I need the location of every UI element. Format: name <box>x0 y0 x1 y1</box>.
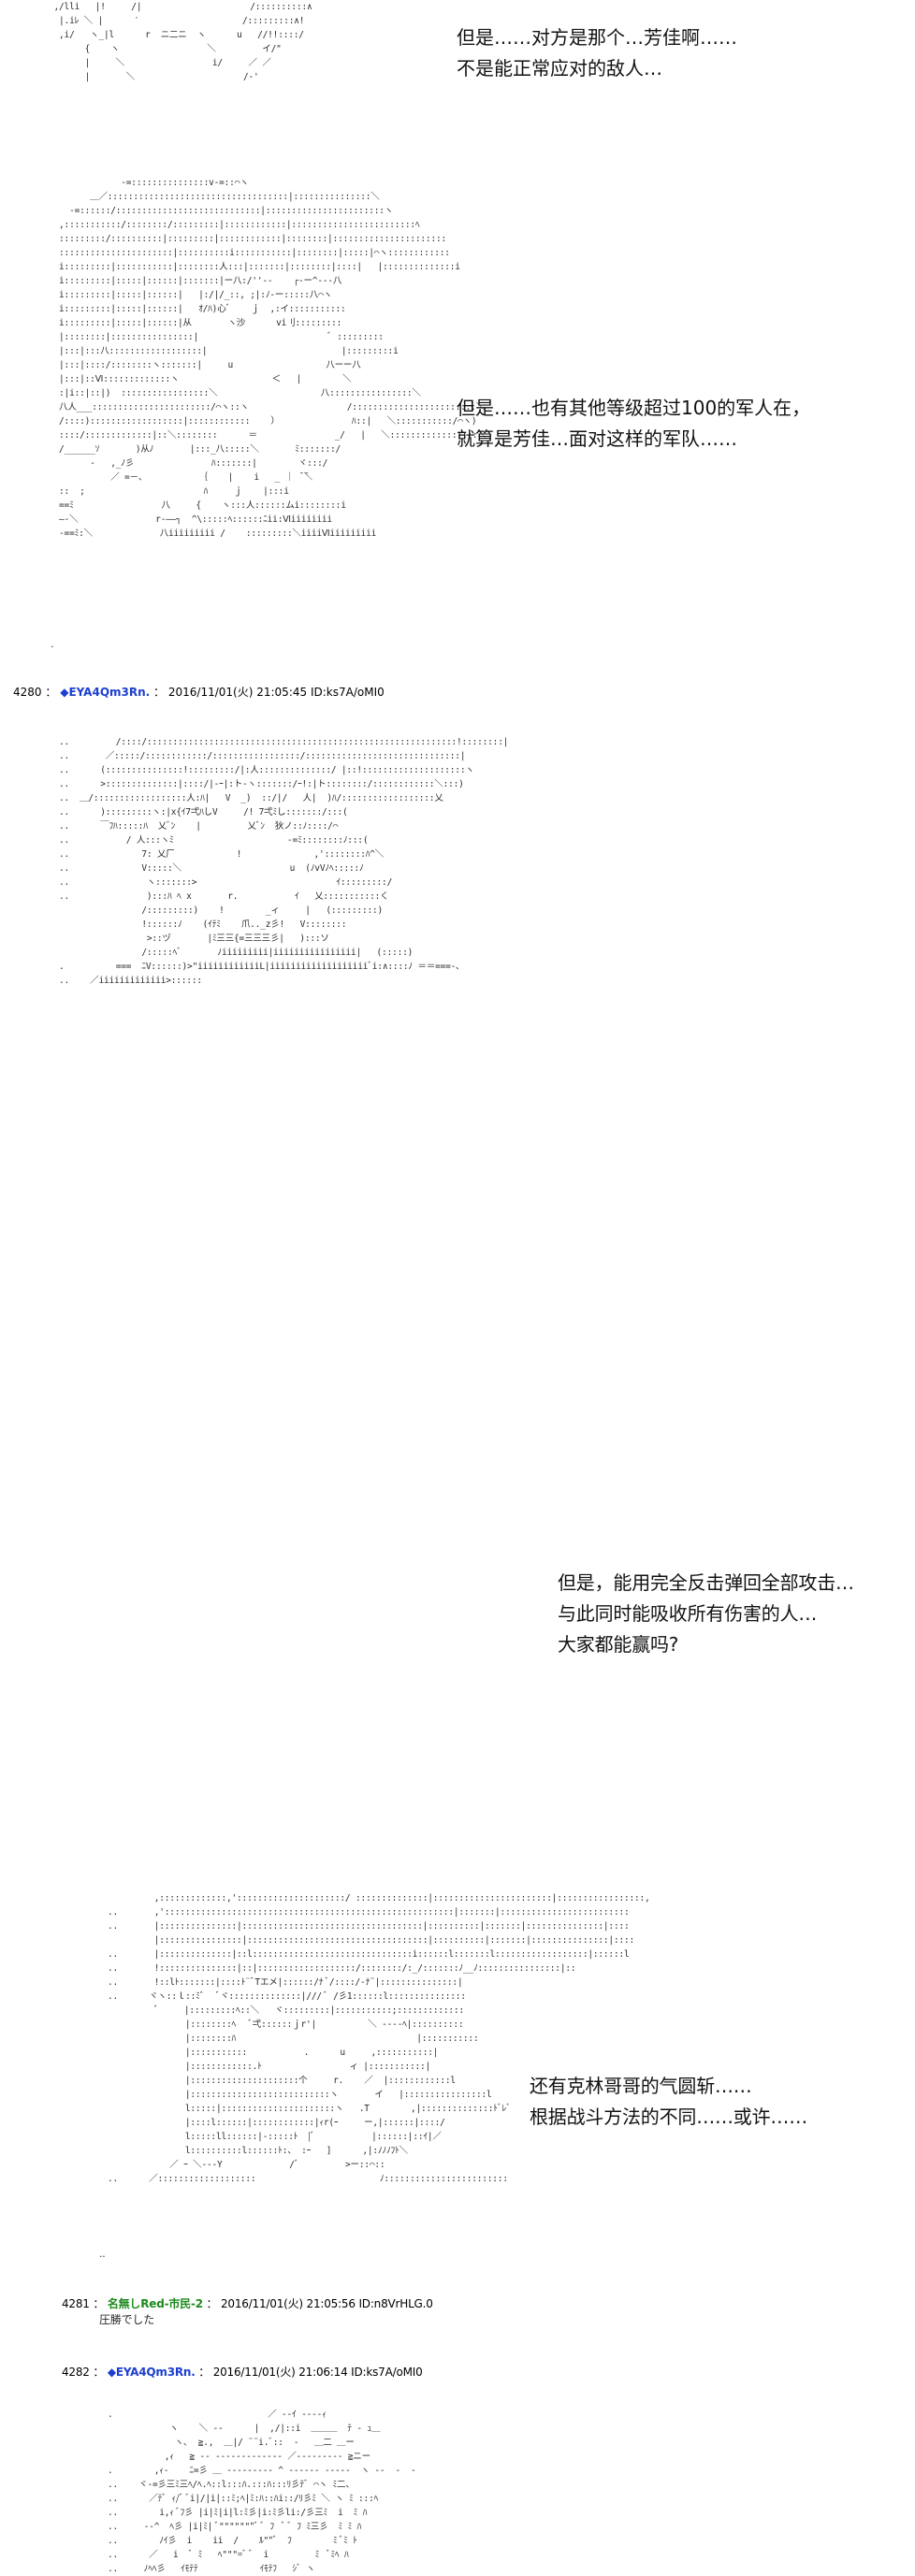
post-number: 4281 <box>62 2297 90 2310</box>
dialogue-line: 但是……对方是那个…芳佳啊…… <box>457 26 737 49</box>
ascii-art-4: ,:::::::::::::,':::::::::::::::::::::/ :… <box>108 1893 650 2184</box>
spacer-dots: . <box>51 638 54 650</box>
post-number: 4280 <box>13 686 42 699</box>
post-separator: ： <box>93 2297 105 2310</box>
dialogue-line: 大家都能赢吗? <box>558 1633 679 1656</box>
dialogue-line: 根据战斗方法的不同……或许…… <box>530 2106 807 2128</box>
dialogue-line: 还有克林哥哥的气圆斩…… <box>530 2075 752 2097</box>
post-separator: ： <box>198 2366 211 2379</box>
dialogue-line: 不是能正常应对的敌人… <box>457 57 662 80</box>
dialogue-line: 就算是芳佳…面对这样的军队…… <box>457 427 737 450</box>
dialogue-block-2: 但是……也有其他等级超过100的军人在， 就算是芳佳…面对这样的军队…… <box>457 393 810 455</box>
post-header-4281: 4281 ： 名無しRed-市民-2 ： 2016/11/01(火) 21:05… <box>62 2296 433 2311</box>
ascii-art-3: .. /::::/:::::::::::::::::::::::::::::::… <box>59 737 854 2574</box>
post-id[interactable]: ID:n8VrHLG.0 <box>358 2297 433 2310</box>
post-datetime: 2016/11/01(火) 21:05:45 <box>167 686 308 699</box>
post-id[interactable]: ID:ks7A/oMI0 <box>351 2366 423 2379</box>
post-header-4280: 4280 ： ◆EYA4Qm3Rn. ： 2016/11/01(火) 21:05… <box>13 685 385 700</box>
dialogue-line: 但是，能用完全反击弹回全部攻击… <box>558 1571 854 1594</box>
post-body-4281: 圧勝でした <box>99 2313 155 2326</box>
ascii-art-1: ,/lli |! /| /::::::::::∧ |.iﾚ ＼ | ′ /:::… <box>53 2 312 82</box>
poster-name[interactable]: ◆EYA4Qm3Rn. <box>60 686 151 699</box>
dialogue-block-1: 但是……对方是那个…芳佳啊…… 不是能正常应对的敌人… <box>457 22 737 84</box>
ascii-art-2: -=:::::::::::::::v-=::⌒ヽ ＿／:::::::::::::… <box>59 178 487 539</box>
post-id[interactable]: ID:ks7A/oMI0 <box>310 686 385 699</box>
dialogue-block-3: 但是，能用完全反击弹回全部攻击… 与此同时能吸收所有伤害的人… 大家都能赢吗? <box>558 1568 854 1660</box>
post-header-4282: 4282 ： ◆EYA4Qm3Rn. ： 2016/11/01(火) 21:06… <box>62 2365 423 2380</box>
post-separator: ： <box>206 2297 218 2310</box>
dialogue-line: 与此同时能吸收所有伤害的人… <box>558 1602 818 1625</box>
dialogue-block-4: 还有克林哥哥的气圆斩…… 根据战斗方法的不同……或许…… <box>530 2071 807 2133</box>
poster-name[interactable]: ◆EYA4Qm3Rn. <box>107 2366 196 2379</box>
post-number: 4282 <box>62 2366 90 2379</box>
post-separator: ： <box>45 686 57 699</box>
post-datetime: 2016/11/01(火) 21:06:14 <box>212 2366 348 2379</box>
post-separator: ： <box>93 2366 105 2379</box>
post-separator: ： <box>153 686 166 699</box>
poster-name[interactable]: 名無しRed-市民-2 <box>107 2297 203 2310</box>
post-datetime: 2016/11/01(火) 21:05:56 <box>220 2297 356 2310</box>
spacer-dots: .. <box>99 2248 106 2260</box>
ascii-art-5: . ／ -‐ｲ ‐-‐‐ｨ ヽ ＼ -‐ | ,/|::i ＿＿＿ ﾃ ‐ ｭ＿… <box>108 2410 416 2574</box>
dialogue-line: 但是……也有其他等级超过100的军人在， <box>457 397 811 419</box>
